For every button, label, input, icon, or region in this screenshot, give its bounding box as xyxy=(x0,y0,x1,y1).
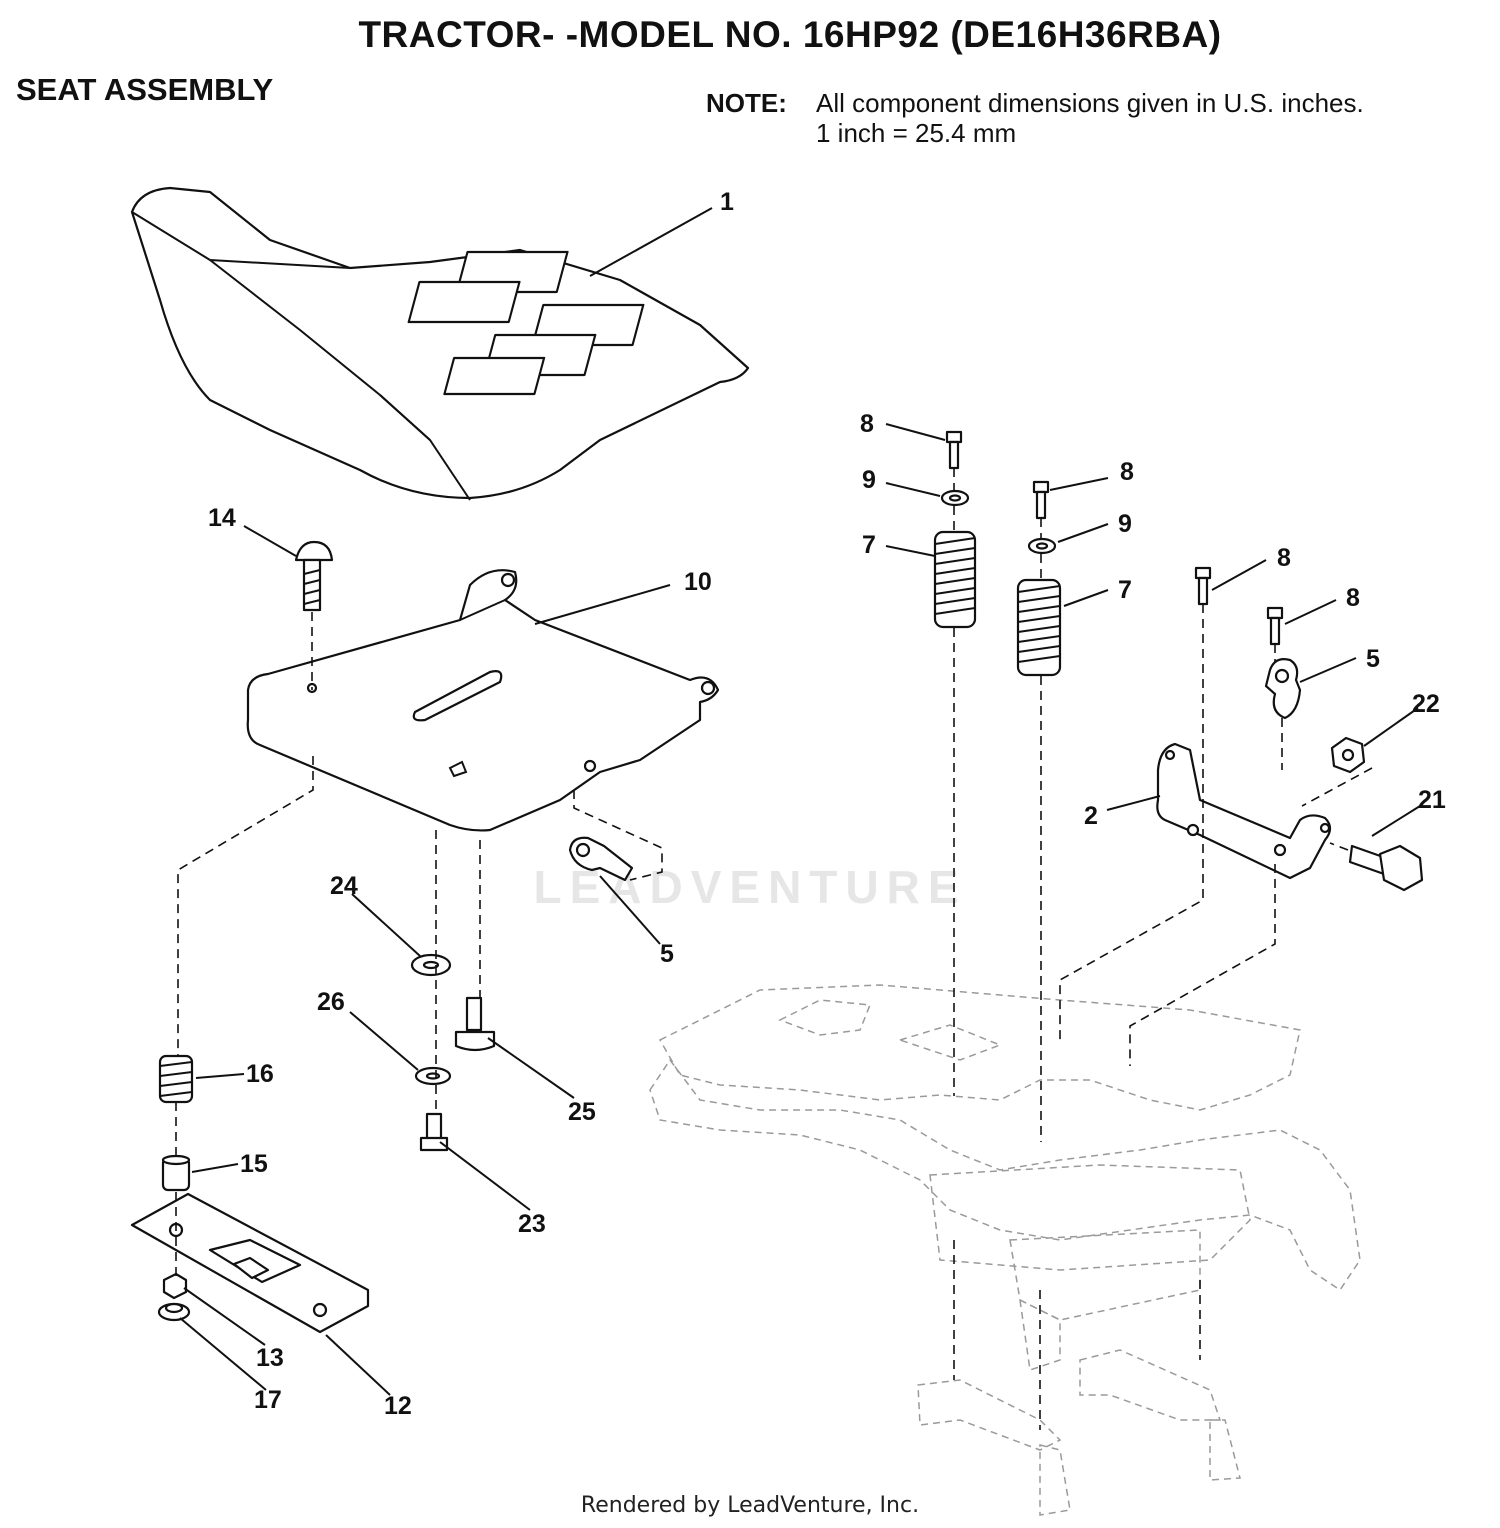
screw-a xyxy=(945,430,963,470)
screw-23 xyxy=(419,1112,449,1152)
note-line-2: 1 inch = 25.4 mm xyxy=(816,118,1017,148)
callout-14: 14 xyxy=(208,504,236,532)
screw-b xyxy=(1032,480,1050,520)
leader-lines xyxy=(179,207,1421,1396)
callout-7-b: 7 xyxy=(1118,576,1132,604)
page-title: TRACTOR- -MODEL NO. 16HP92 (DE16H36RBA) xyxy=(358,14,1222,55)
callout-12: 12 xyxy=(384,1392,412,1420)
callout-8-c: 8 xyxy=(1277,544,1291,572)
callout-1: 1 xyxy=(720,188,734,216)
bolt-25 xyxy=(454,996,496,1052)
callout-2: 2 xyxy=(1084,802,1098,830)
clip-left xyxy=(568,836,634,882)
callout-8-a: 8 xyxy=(860,410,874,438)
callout-26: 26 xyxy=(317,988,345,1016)
callout-25: 25 xyxy=(568,1098,596,1126)
note-label: NOTE: xyxy=(706,88,787,118)
callout-9-b: 9 xyxy=(1118,510,1132,538)
footer-credit: Rendered by LeadVenture, Inc. xyxy=(580,1493,920,1518)
seat-bracket xyxy=(1156,742,1332,880)
callout-21: 21 xyxy=(1418,786,1446,814)
adjustment-plate xyxy=(130,1192,370,1334)
nut-13 xyxy=(162,1272,188,1300)
callout-8-d: 8 xyxy=(1346,584,1360,612)
callout-16: 16 xyxy=(246,1060,274,1088)
nut-17 xyxy=(157,1302,191,1322)
dimension-note: NOTE: All component dimensions given in U… xyxy=(706,88,1364,148)
spring-small xyxy=(158,1054,194,1104)
carriage-bolt xyxy=(294,540,334,612)
spring-left xyxy=(933,530,977,629)
callout-7-a: 7 xyxy=(862,531,876,559)
callout-17: 17 xyxy=(254,1386,282,1414)
callout-8-b: 8 xyxy=(1120,458,1134,486)
section-title: SEAT ASSEMBLY xyxy=(16,72,274,107)
callout-5-left: 5 xyxy=(660,940,674,968)
callout-24: 24 xyxy=(330,872,358,900)
screw-d xyxy=(1266,606,1284,646)
seat xyxy=(130,186,750,501)
seat-pan xyxy=(246,569,720,832)
screw-c xyxy=(1194,566,1212,606)
assembly-lines xyxy=(175,468,1373,1430)
bolt-21 xyxy=(1348,844,1424,892)
callout-9-a: 9 xyxy=(862,466,876,494)
nut-22 xyxy=(1330,736,1366,774)
callout-23: 23 xyxy=(518,1210,546,1238)
washer-a xyxy=(940,489,970,507)
callout-22: 22 xyxy=(1412,690,1440,718)
washer-b xyxy=(1027,537,1057,555)
tractor-frame-outline xyxy=(649,984,1361,1516)
callout-10: 10 xyxy=(684,568,712,596)
callout-13: 13 xyxy=(256,1344,284,1372)
callout-labels: 1 10 14 8 9 7 8 9 7 8 8 5 22 21 2 5 24 2… xyxy=(208,188,1446,1420)
washer-24 xyxy=(410,953,452,977)
spring-right xyxy=(1016,578,1062,677)
washer-26 xyxy=(414,1066,452,1086)
callout-15: 15 xyxy=(240,1150,268,1178)
clip-right xyxy=(1264,658,1302,720)
spacer xyxy=(161,1154,191,1192)
callout-5-right: 5 xyxy=(1366,645,1380,673)
note-line-1: All component dimensions given in U.S. i… xyxy=(816,88,1364,118)
